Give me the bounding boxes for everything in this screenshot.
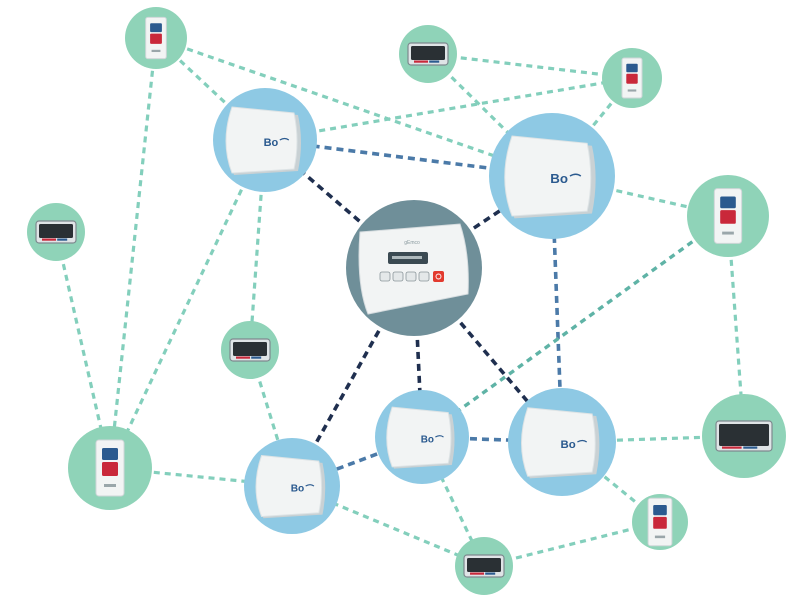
display-screen [233,342,267,356]
call-point-label [654,535,666,539]
repeater-body [386,406,452,468]
call-point-red-button [653,516,667,529]
control-panel-body [358,223,469,315]
call-point-label [627,89,637,92]
control-panel-icon: gEmco [358,223,469,315]
display-status-blue [485,572,496,575]
display-unit-icon [35,220,77,244]
repeater-box-icon: Bo [504,135,596,219]
display-status-red [414,60,428,63]
call-point-blue-button [102,448,118,460]
node-e4[interactable] [27,203,85,261]
control-panel-key-4 [418,271,430,282]
link-e1-r2 [155,36,553,178]
call-point-blue-button [720,196,736,209]
display-status-red [42,238,56,241]
repeater-body [504,135,592,217]
control-panel-key-1 [379,271,391,282]
display-screen [411,46,445,60]
control-panel-alarm-button [433,271,444,282]
link-r1-e3 [264,76,633,142]
node-e1[interactable] [125,7,187,69]
repeater-box-icon: Bo [225,106,301,175]
link-r2-e5 [551,174,729,218]
display-unit-icon [715,420,773,452]
call-point-icon [647,497,673,547]
call-point-label [104,484,116,487]
node-e2[interactable] [399,25,457,83]
call-point-red-button [102,462,118,476]
display-status-red [722,446,742,449]
node-r1[interactable]: Bo [213,88,317,192]
display-status-blue [429,60,440,63]
display-screen [467,558,501,572]
link-controller-r1 [263,138,416,270]
node-controller[interactable]: gEmco [346,200,482,336]
control-panel-alarm-icon [435,273,442,280]
display-screen [39,224,73,238]
call-point-icon [95,439,125,497]
display-status-blue [57,238,68,241]
call-point-blue-button [150,23,162,33]
node-e8[interactable] [702,394,786,478]
repeater-logo-text: Bo [421,434,434,445]
node-r2[interactable]: Bo [489,113,615,239]
link-e5-r3 [421,214,729,439]
call-point-red-button [150,33,162,44]
call-point-blue-button [626,63,638,73]
repeater-box-icon: Bo [255,455,326,519]
node-e5[interactable] [687,175,769,257]
node-r5[interactable]: Bo [244,438,340,534]
display-status-red [470,572,484,575]
control-panel-brand: gEmco [404,240,420,246]
link-e1-e7 [108,37,158,469]
display-status-blue [743,446,758,449]
link-e7-r5 [109,466,293,488]
link-r1-e7 [108,139,267,469]
control-panel-screen-line [392,256,422,259]
repeater-logo-text: Bo [264,137,279,149]
call-point-icon [145,16,167,60]
repeater-body [225,106,298,174]
display-screen [719,424,769,446]
repeater-body [521,407,596,477]
repeater-box-icon: Bo [386,406,455,469]
node-e10[interactable] [455,537,513,595]
node-r3[interactable]: Bo [375,390,469,484]
link-e10-e9 [483,520,661,568]
link-r4-e8 [561,434,745,444]
display-unit-icon [407,42,449,66]
call-point-icon [621,57,643,99]
repeater-logo-text: Bo [291,484,305,495]
repeater-logo-swoosh [305,484,315,487]
repeater-logo-text: Bo [550,171,568,186]
repeater-logo-swoosh [435,435,444,438]
call-point-label [722,231,734,235]
node-e3[interactable] [602,48,662,108]
repeater-logo-text: Bo [561,439,576,451]
display-unit-icon [229,338,271,362]
display-unit-icon [463,554,505,578]
repeater-logo-swoosh [577,439,588,443]
control-panel-key-3 [405,271,417,282]
repeater-logo-swoosh [569,173,582,177]
call-point-label [151,49,161,53]
control-panel-key-2 [392,271,404,282]
call-point-icon [713,188,743,244]
repeater-body [255,455,323,517]
node-e9[interactable] [632,494,688,550]
repeater-logo-swoosh [279,137,290,141]
display-status-blue [251,356,262,359]
node-e7[interactable] [68,426,152,510]
link-e2-e3 [427,52,633,80]
repeater-box-icon: Bo [521,407,600,479]
node-r4[interactable]: Bo [508,388,616,496]
node-e6[interactable] [221,321,279,379]
call-point-blue-button [653,505,667,516]
call-point-red-button [626,73,638,84]
call-point-red-button [720,210,736,224]
display-status-red [236,356,250,359]
